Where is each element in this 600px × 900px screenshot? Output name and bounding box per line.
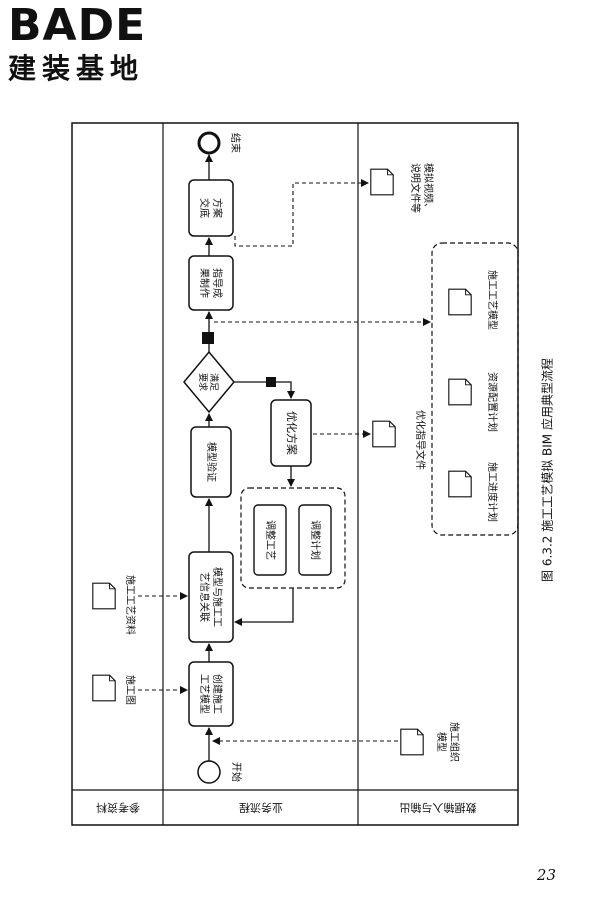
step-adjust-process-label: 调整工艺 (264, 520, 277, 560)
end-label: 结束 (229, 133, 242, 153)
step-guidance-label: 指导成果制作 (198, 268, 224, 298)
end-node (197, 131, 221, 155)
decision-diamond (183, 350, 235, 414)
flow-decision-to-optimize (234, 381, 295, 399)
ref-drawings-label: 施工图 (124, 675, 137, 705)
outputs-label: 模拟视频、说明文件等 (409, 163, 435, 213)
step-verify-label: 模型验证 (205, 442, 218, 482)
lane-header-data-io: 数据输入与输出 (400, 801, 477, 815)
start-label: 开始 (230, 762, 243, 782)
step-optimize-label: 优化方案 (285, 411, 299, 455)
decision-yes-marker (202, 332, 214, 344)
step-handover-label: 方案交底 (198, 198, 224, 218)
logo-subtitle: 建装基地 (8, 52, 145, 85)
step-adjust-plan-box (298, 504, 332, 576)
bade-logo: BADE 建装基地 (8, 2, 146, 86)
flow-group-to-link (234, 588, 294, 626)
process-model-label: 施工工艺模型 (486, 270, 499, 330)
process-model-doc-icon (448, 288, 472, 316)
flow-handover-to-outputs (234, 179, 369, 247)
step-create-model-label: 创建施工工艺模型 (198, 674, 224, 714)
start-node (197, 760, 221, 784)
data-output-group (431, 242, 519, 536)
step-adjust-process-box (253, 504, 287, 576)
decision-label: 满足要求 (197, 373, 219, 391)
step-link-info-label: 模型与施工工艺信息关联 (198, 567, 224, 627)
resources-doc-icon (448, 378, 472, 406)
logo-wordmark: BADE (8, 0, 147, 51)
step-link-info-box (188, 551, 234, 643)
decision-no-marker (266, 377, 276, 387)
step-handover-box (188, 179, 234, 237)
figure-caption: 图 6.3.2 施工工艺模拟 BIM 应用典型流程 (540, 358, 555, 582)
step-verify-box (190, 426, 232, 498)
figure-frame (71, 122, 519, 826)
outputs-doc-icon (370, 168, 394, 196)
org-model-label: 施工组织模型 (435, 722, 461, 762)
lane-header-process: 业务流程 (239, 801, 283, 815)
ref-process-data-label: 施工工艺资料 (124, 575, 137, 635)
ref-process-data-doc-icon (92, 582, 116, 610)
lane-header-reference: 参考资料 (96, 801, 140, 815)
page-number: 23 (536, 866, 556, 884)
step-create-model-box (188, 661, 234, 727)
opt-doc-label: 优化指导文件 (414, 410, 427, 470)
opt-doc-icon (372, 420, 396, 448)
resources-label: 资源配置计划 (486, 372, 499, 432)
step-adjust-plan-label: 调整计划 (309, 520, 322, 560)
schedule-doc-icon (448, 470, 472, 498)
org-model-doc-icon (400, 728, 424, 756)
schedule-label: 施工进度计划 (486, 462, 499, 522)
step-guidance-box (188, 255, 234, 311)
ref-drawings-doc-icon (92, 674, 116, 702)
